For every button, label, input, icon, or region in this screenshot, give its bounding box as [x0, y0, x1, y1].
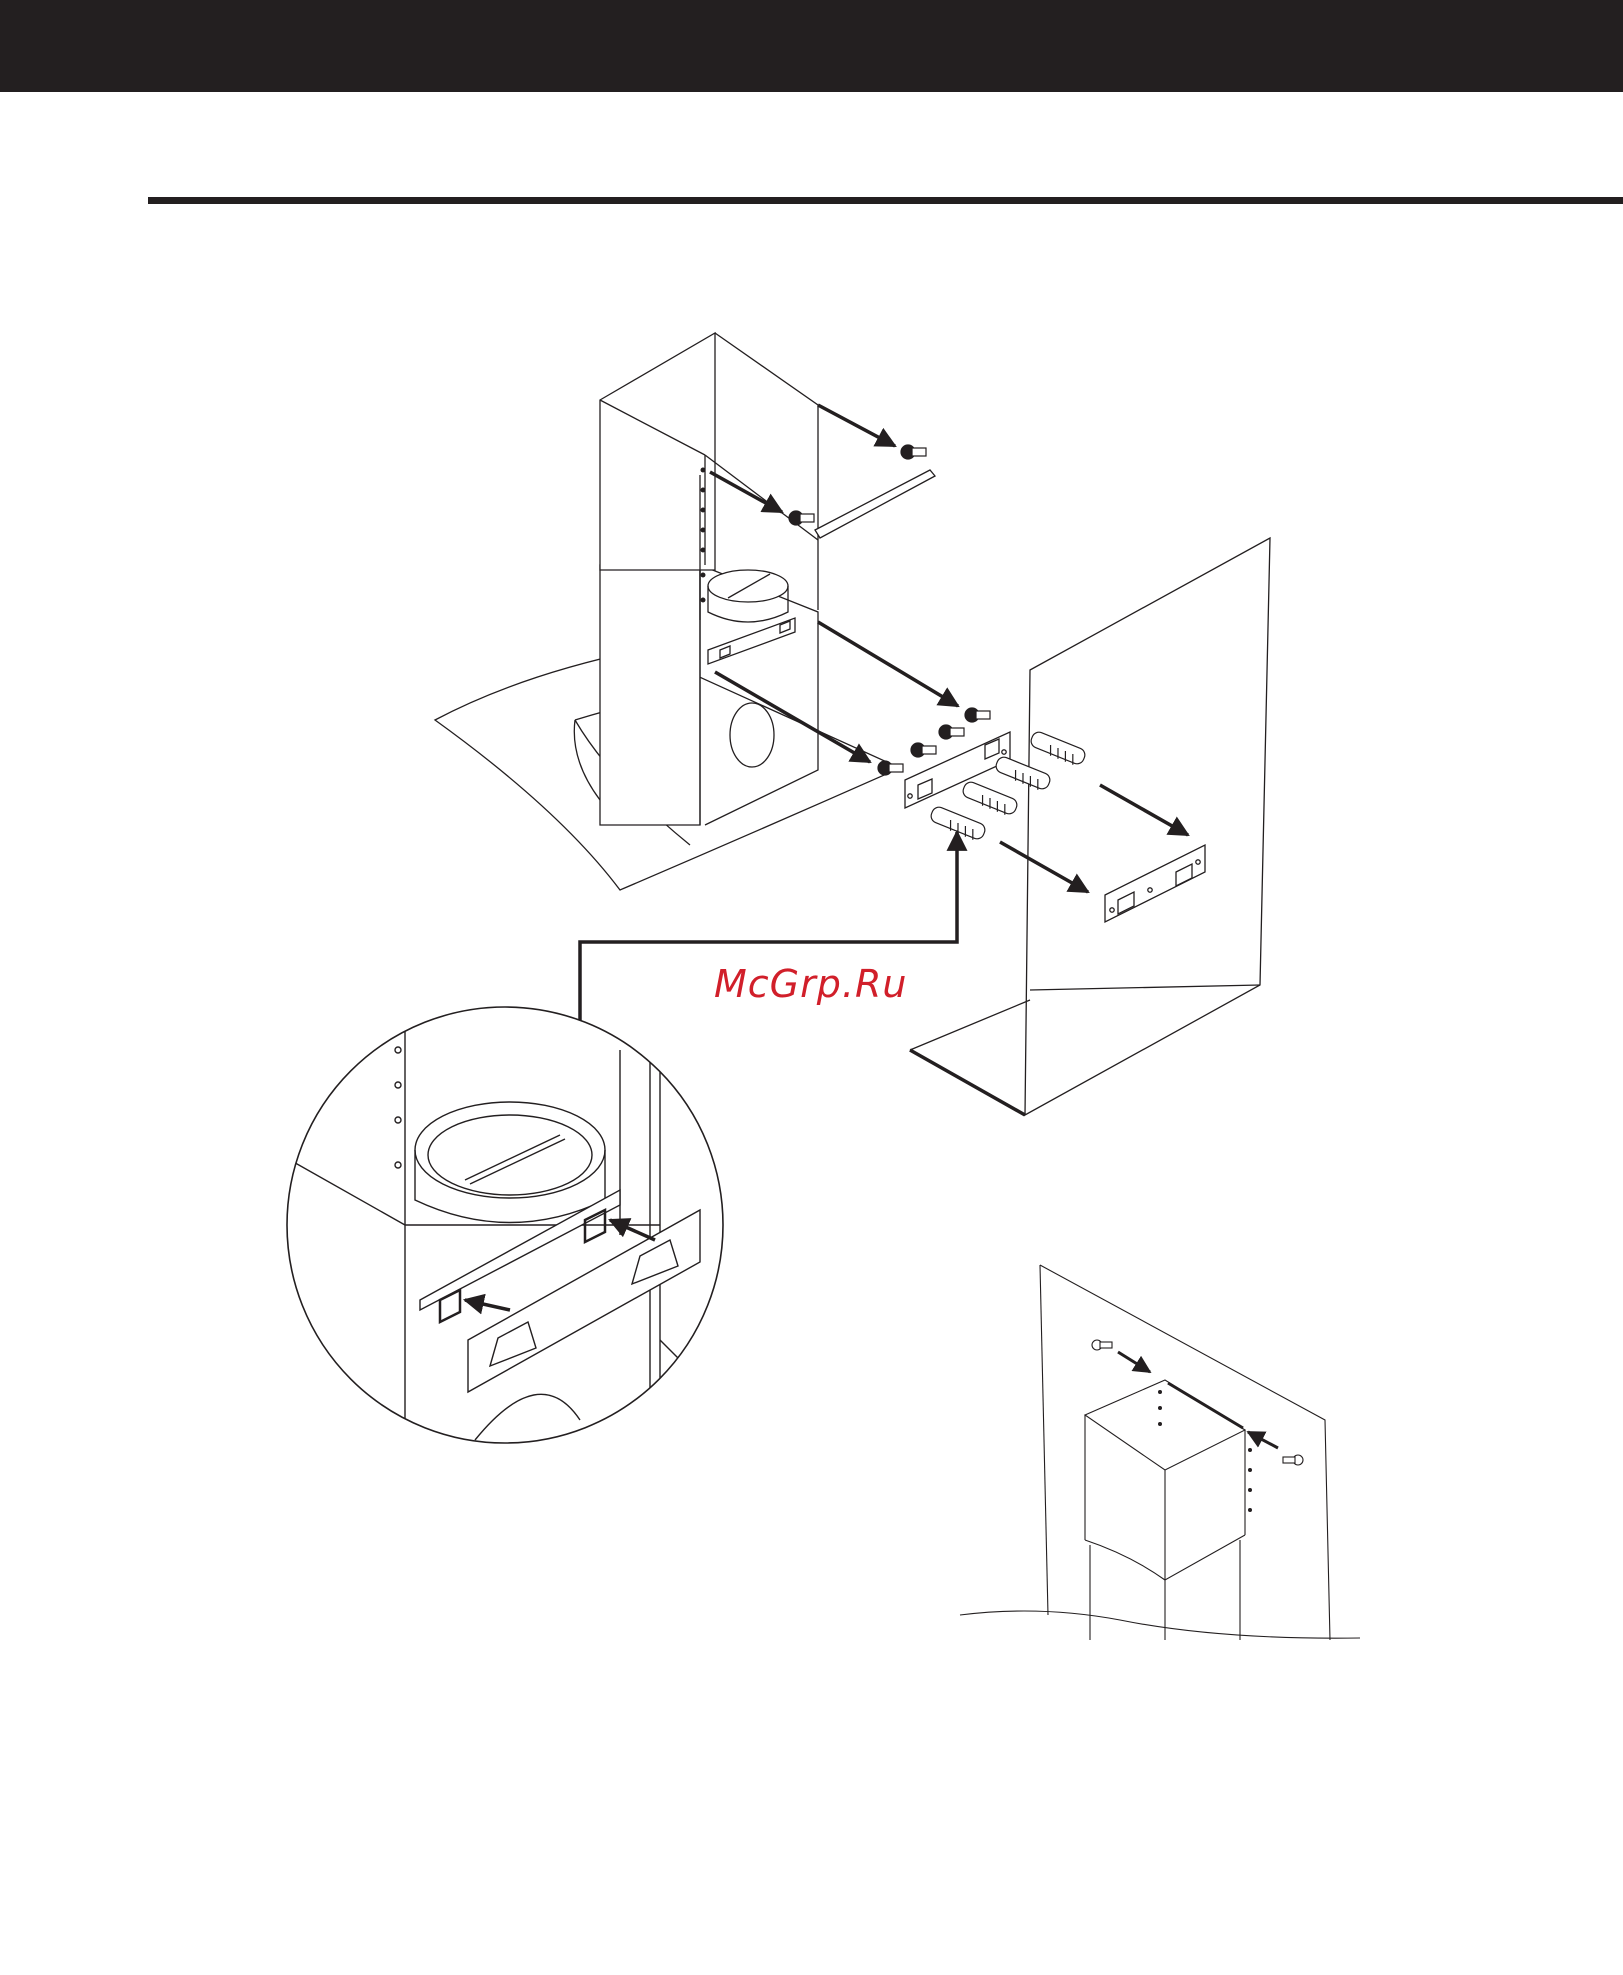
duct-collar-icon — [708, 570, 788, 622]
bracket-detail-view — [287, 1000, 723, 1460]
mounting-screw-icon — [901, 445, 926, 459]
mounting-screw-icon — [965, 708, 990, 722]
bracket-icon — [708, 618, 795, 664]
mounting-screw-icon — [939, 725, 964, 739]
mounting-screw-icon — [911, 743, 936, 757]
chimney-fixing-view — [960, 1265, 1360, 1640]
bracket-icon — [815, 470, 935, 538]
watermark-text: McGrp.Ru — [714, 962, 907, 1006]
mounting-screw-icon — [1092, 1340, 1112, 1350]
mounting-screw-icon — [789, 511, 814, 525]
wall-plug-icon — [961, 780, 1019, 816]
mounting-screw-icon — [1283, 1455, 1303, 1465]
mounting-screw-icon — [878, 761, 903, 775]
chimney-cover-icon — [1085, 1380, 1245, 1640]
